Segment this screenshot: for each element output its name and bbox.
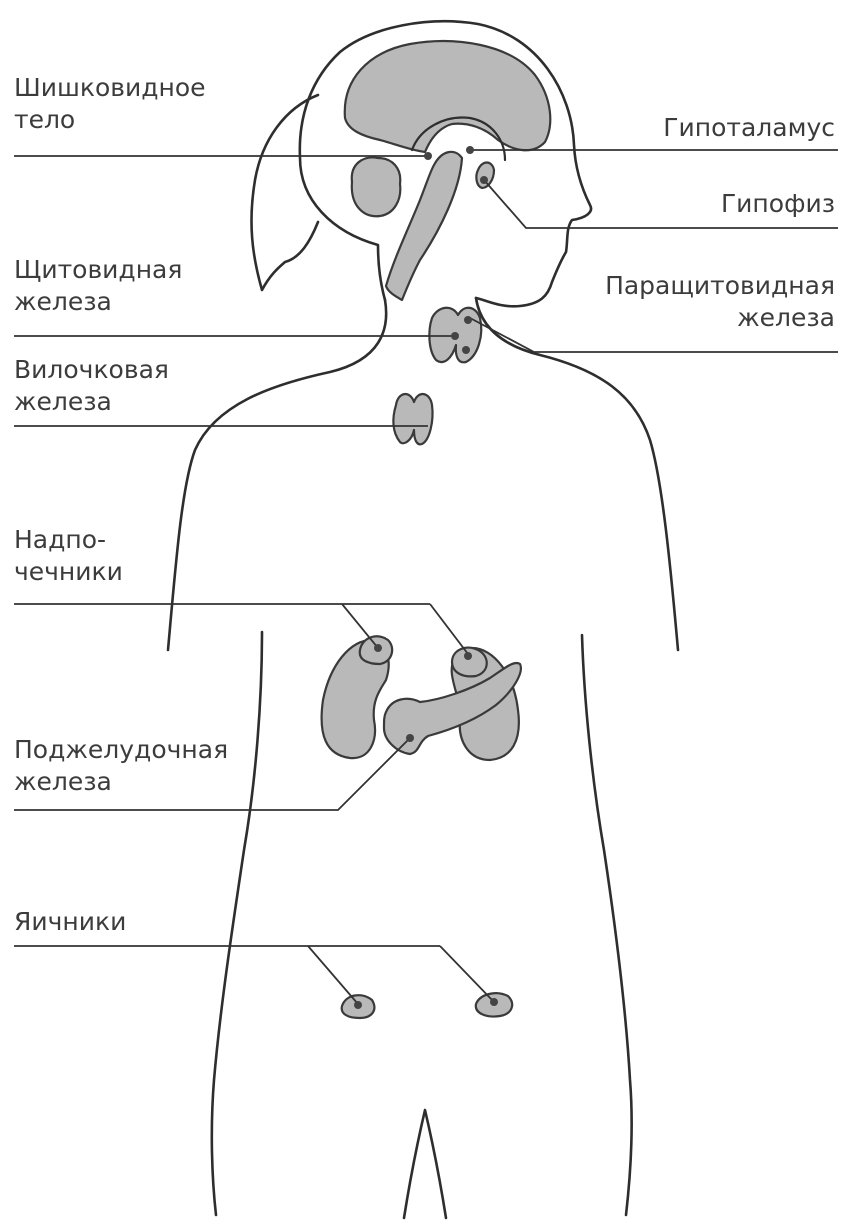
- label-adrenals-line-1: Надпо-: [14, 524, 123, 556]
- label-adrenals: Надпо- чечники: [14, 524, 123, 588]
- label-parathyroid-line-2: железа: [605, 302, 835, 334]
- right-adrenal-gland: [452, 648, 487, 677]
- organs: [322, 41, 551, 1018]
- label-pineal-line-2: тело: [14, 104, 206, 136]
- label-pituitary: Гипофиз: [721, 188, 835, 220]
- thyroid-dot: [451, 332, 459, 340]
- parathyroid-dot-upper: [464, 316, 472, 324]
- pineal-dot: [424, 152, 432, 160]
- left-shoulder-arm: [168, 300, 386, 650]
- adrenal-dot-right: [464, 652, 472, 660]
- crotch-outline: [404, 1110, 446, 1218]
- label-hypothalamus-line-1: Гипоталамус: [663, 112, 835, 144]
- label-pituitary-line-1: Гипофиз: [721, 188, 835, 220]
- label-parathyroid-line-1: Паращитовидная: [605, 270, 835, 302]
- label-ovaries: Яичники: [14, 906, 126, 938]
- label-thymus-line-1: Вилочковая: [14, 354, 169, 386]
- label-thymus: Вилочковая железа: [14, 354, 169, 418]
- right-torso-side: [582, 635, 632, 1215]
- right-shoulder-arm: [476, 298, 678, 650]
- pancreas-dot: [406, 734, 414, 742]
- parathyroid-dot-lower: [462, 346, 470, 354]
- label-adrenals-line-2: чечники: [14, 556, 123, 588]
- label-parathyroid: Паращитовидная железа: [605, 270, 835, 334]
- thymus-gland: [393, 394, 432, 444]
- label-pineal-line-1: Шишковидное: [14, 72, 206, 104]
- ovary-dot-left: [354, 1001, 362, 1009]
- ovary-dot-right: [490, 998, 498, 1006]
- label-pancreas-line-2: железа: [14, 766, 228, 798]
- label-ovaries-line-1: Яичники: [14, 906, 126, 938]
- label-thyroid-line-2: железа: [14, 286, 182, 318]
- label-pancreas: Поджелудочная железа: [14, 734, 228, 798]
- label-thymus-line-2: железа: [14, 386, 169, 418]
- label-thyroid: Щитовидная железа: [14, 254, 182, 318]
- pituitary-dot: [480, 176, 488, 184]
- cerebellum: [352, 157, 401, 216]
- ovaries-leader-left: [308, 946, 358, 1004]
- label-pancreas-line-1: Поджелудочная: [14, 734, 228, 766]
- adrenals-leader-right: [430, 604, 468, 654]
- hypothalamus-dot: [466, 146, 474, 154]
- ovaries-leader-right: [440, 946, 494, 1002]
- left-torso-side: [212, 632, 262, 1215]
- pituitary-gland: [476, 163, 494, 189]
- adrenal-dot-left: [374, 644, 382, 652]
- label-thyroid-line-1: Щитовидная: [14, 254, 182, 286]
- brain: [345, 41, 551, 152]
- label-hypothalamus: Гипоталамус: [663, 112, 835, 144]
- label-pineal-gland: Шишковидное тело: [14, 72, 206, 136]
